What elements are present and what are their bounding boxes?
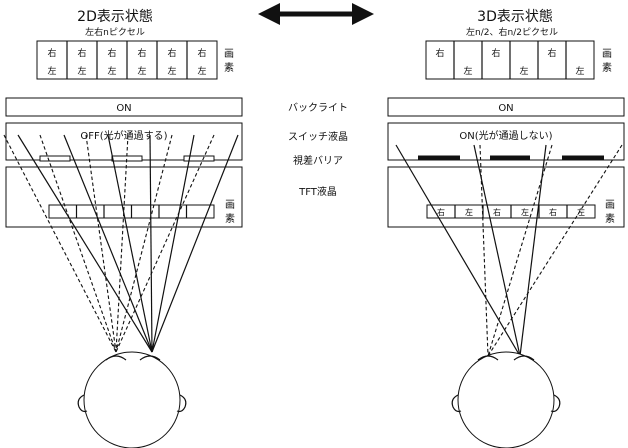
- right-pixel-side-label-1: 画: [602, 49, 612, 60]
- left-pixel-top-0: 右: [47, 47, 56, 59]
- center-labels: バックライト スイッチ液晶 視差バリア TFT液晶: [288, 102, 348, 198]
- right-panel: 3D表示状態 左n/2、右n/2ピクセル 右 右 右 左 左 左 画 素 ON …: [387, 9, 625, 448]
- right-tft-cell-2: 右: [493, 207, 501, 217]
- label-tft-lcd: TFT液晶: [298, 185, 337, 198]
- right-light-rays: [395, 144, 623, 357]
- right-tft-cell-1: 左: [465, 207, 473, 217]
- double-arrow-icon: [258, 3, 374, 25]
- left-pixel-top-5: 右: [197, 47, 206, 59]
- left-title: 2D表示状態: [77, 9, 153, 25]
- left-subtitle: 左右nピクセル: [85, 26, 145, 38]
- left-pixel-grid: 右 右 右 右 右 右 左 左 左 左 左 左 画 素: [36, 40, 234, 80]
- left-pixel-bottom-2: 左: [107, 65, 116, 77]
- left-pixel-side-label-1: 画: [224, 49, 234, 60]
- left-panel: 2D表示状態 左右nピクセル 右 右 右 右 右 右 左 左 左 左 左 左 画…: [3, 9, 243, 448]
- right-pixel-bottom-5: 左: [575, 65, 584, 77]
- right-tft-side-label-1: 画: [605, 200, 615, 211]
- left-pixel-side-label-2: 素: [224, 61, 234, 74]
- label-switch-lcd: スイッチ液晶: [288, 130, 348, 143]
- left-pixel-bottom-1: 左: [77, 65, 86, 77]
- right-pixel-side-label-2: 素: [602, 61, 612, 74]
- left-pixel-bottom-4: 左: [167, 65, 176, 77]
- right-tft-pixel-row: 右 左 右 左 右 左 画 素: [426, 200, 615, 225]
- left-pixel-top-3: 右: [137, 47, 146, 59]
- right-pixel-bottom-1: 左: [463, 65, 472, 77]
- left-pixel-bottom-5: 左: [197, 65, 206, 77]
- left-pixel-top-4: 右: [167, 47, 176, 59]
- right-pixel-bottom-3: 左: [519, 65, 528, 77]
- right-subtitle: 左n/2、右n/2ピクセル: [466, 26, 558, 38]
- left-head: [77, 351, 187, 448]
- left-tft-pixel-row: 画 素: [48, 200, 235, 225]
- left-pixel-top-1: 右: [77, 47, 86, 59]
- left-tft-side-label-1: 画: [225, 200, 235, 211]
- left-switch-text: OFF(光が通過する): [80, 129, 167, 142]
- right-pixel-top-4: 右: [547, 47, 556, 59]
- right-backlight: [387, 97, 625, 117]
- right-head: [451, 351, 561, 448]
- right-title: 3D表示状態: [477, 9, 553, 25]
- label-backlight: バックライト: [288, 102, 348, 114]
- right-pixel-grid: 右 右 右 左 左 左 画 素: [425, 40, 612, 80]
- right-tft-cell-3: 左: [521, 207, 529, 217]
- label-parallax-barrier: 視差バリア: [293, 154, 343, 167]
- left-tft-side-label-2: 素: [225, 212, 235, 225]
- right-pixel-top-0: 右: [435, 47, 444, 59]
- right-switch-text: ON(光が通過しない): [459, 129, 552, 142]
- left-pixel-top-2: 右: [107, 47, 116, 59]
- right-tft-side-label-2: 素: [605, 212, 615, 225]
- right-tft-cell-0: 右: [437, 207, 445, 217]
- right-switch-lcd: [387, 122, 625, 161]
- left-light-rays: [3, 134, 239, 353]
- left-backlight-text: ON: [116, 103, 131, 114]
- right-tft-cell-5: 左: [577, 207, 585, 217]
- left-backlight: [5, 97, 243, 117]
- left-pixel-bottom-3: 左: [137, 65, 146, 77]
- right-tft-cell-4: 右: [549, 207, 557, 217]
- right-pixel-top-2: 右: [491, 47, 500, 59]
- left-pixel-bottom-0: 左: [47, 65, 56, 77]
- right-backlight-text: ON: [498, 103, 513, 114]
